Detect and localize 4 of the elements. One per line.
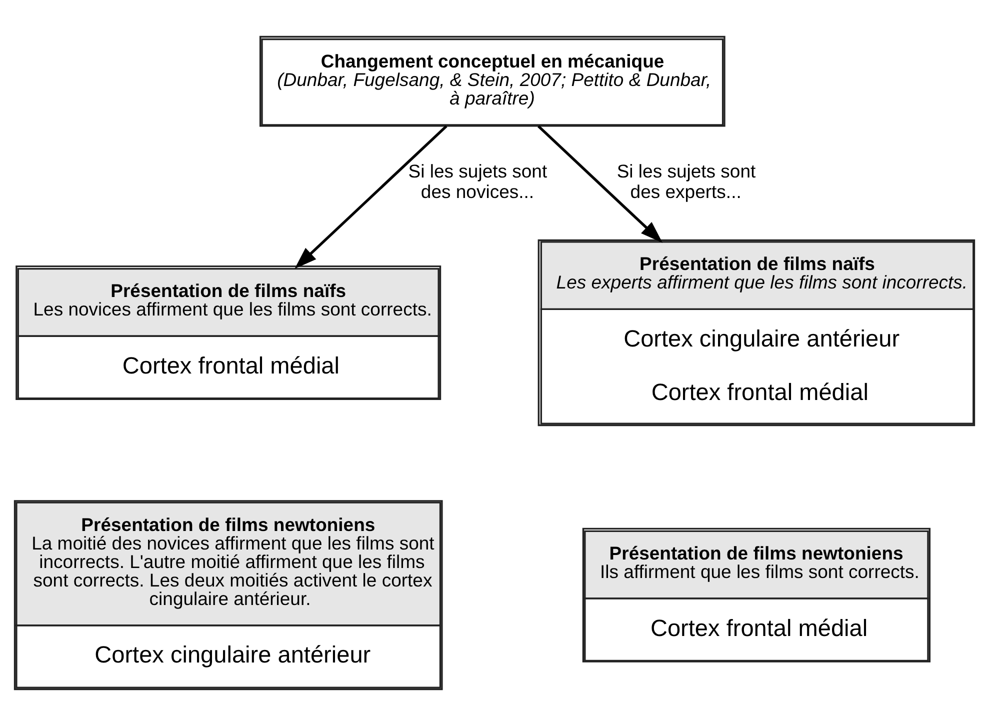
edge-label: Si les sujets sont des experts... [616,160,756,202]
edge-label: Si les sujets sont des novices... [408,160,548,202]
arrow [537,124,663,242]
arrow [294,124,448,268]
